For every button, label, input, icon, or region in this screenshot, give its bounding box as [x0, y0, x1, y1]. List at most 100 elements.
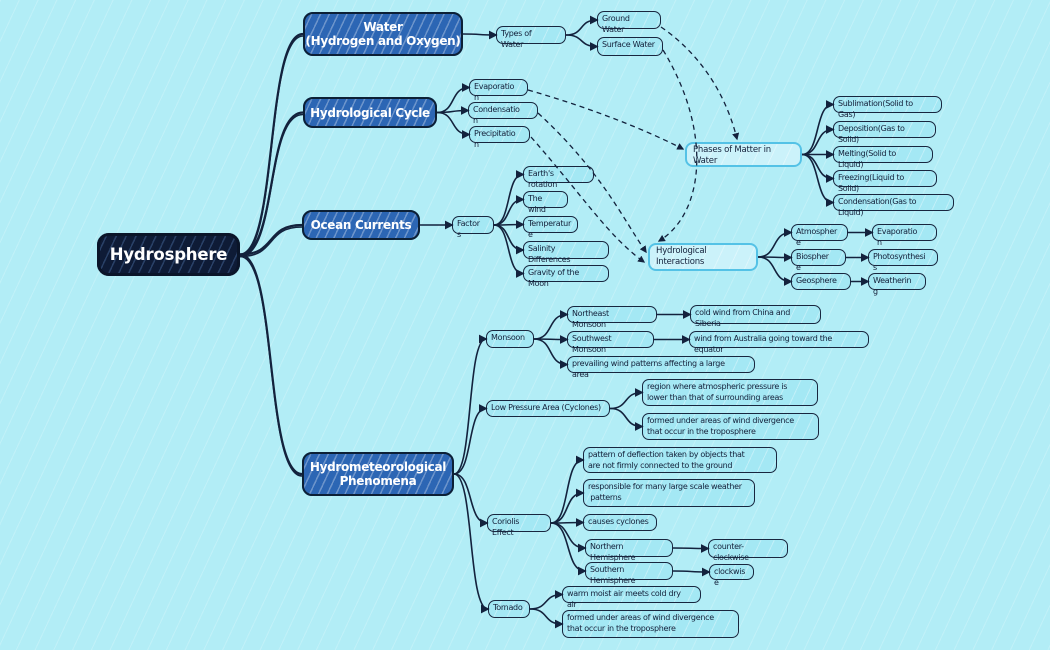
node-pattern-deflection[interactable]: pattern of deflection taken by objects t…	[583, 447, 777, 473]
node-label-formed-under-1: formed under areas of wind divergence th…	[647, 416, 794, 436]
edge-coriolis-responsible	[550, 488, 585, 524]
node-low-pressure[interactable]: Low Pressure Area (Cyclones)	[486, 400, 610, 417]
node-factors[interactable]: Factor s	[452, 216, 494, 239]
node-region-where[interactable]: region where atmospheric pressure is low…	[642, 379, 818, 406]
node-label-condensation: Condensatio n	[473, 105, 520, 125]
node-prevailing-wind[interactable]: prevailing wind patterns affecting a lar…	[567, 356, 755, 379]
edge-northern-hemi-counter-clockwise	[672, 544, 710, 553]
node-label-prevailing-wind: prevailing wind patterns affecting a lar…	[572, 359, 725, 379]
node-hydromet[interactable]: Hydrometeorological Phenomena	[302, 452, 454, 496]
node-label-biosphere: Biospher e	[796, 252, 829, 272]
node-condensation[interactable]: Condensatio n	[468, 102, 538, 125]
node-label-salinity: Salinity Differences	[528, 244, 571, 264]
edge-hydrosphere-hydromet-sketch	[239, 255, 303, 477]
node-ne-monsoon[interactable]: Northeast Monsoon	[567, 306, 657, 329]
edge-hydro-interactions-biosphere	[757, 253, 793, 262]
edge-hydrosphere-water	[239, 32, 304, 256]
node-weathering[interactable]: Weatherin g	[868, 273, 926, 296]
node-hydrosphere[interactable]: Hydrosphere	[97, 233, 240, 276]
edge-water-types-of-water	[462, 30, 498, 40]
node-formed-under-1[interactable]: formed under areas of wind divergence th…	[642, 413, 819, 440]
node-precipitation[interactable]: Precipitatio n	[469, 126, 530, 149]
node-label-deposition: Deposition(Gas to Solid)	[838, 124, 905, 144]
node-sublimation[interactable]: Sublimation(Solid to Gas)	[833, 96, 942, 119]
node-label-photosynthesis: Photosynthesi s	[873, 252, 926, 272]
node-temperature[interactable]: Temperatur e	[523, 216, 578, 239]
node-evaporation-2[interactable]: Evaporatio n	[872, 224, 937, 247]
edge-hydromet-low-pressure	[453, 404, 488, 475]
node-hydro-interactions[interactable]: Hydrological Interactions	[648, 243, 758, 271]
node-label-hydro-interactions: Hydrological Interactions	[656, 246, 707, 267]
edge-hydrosphere-hydrological-cycle-sketch	[239, 113, 304, 258]
node-label-formed-under-2: formed under areas of wind divergence th…	[567, 613, 714, 633]
edge-hydromet-monsoon	[453, 334, 488, 475]
node-coriolis[interactable]: Coriolis Effect	[487, 514, 551, 537]
edge-factors-salinity	[493, 224, 525, 255]
node-label-causes-cyclones: causes cyclones	[588, 517, 649, 526]
node-label-phases: Phases of Matter in Water	[693, 145, 771, 166]
edge-coriolis-southern-hemi	[550, 522, 587, 576]
node-causes-cyclones[interactable]: causes cyclones	[583, 514, 657, 531]
node-monsoon[interactable]: Monsoon	[486, 330, 534, 348]
node-label-the-wind: The wind	[528, 194, 546, 214]
edge-southern-hemi-clockwise	[672, 567, 711, 577]
edge-hydrological-cycle-condensation	[436, 106, 470, 115]
node-cold-wind[interactable]: cold wind from China and Siberia	[690, 305, 821, 328]
node-southern-hemi[interactable]: Southern Hemisphere	[585, 562, 673, 585]
edge-phases-condensation-gl	[801, 153, 835, 207]
edge-evaporation-phases	[527, 89, 685, 150]
edge-hydrosphere-hydrological-cycle	[239, 111, 304, 256]
node-label-earths-rotation: Earth's rotation	[528, 169, 557, 189]
node-label-condensation-gl: Condensation(Gas to Liquid)	[838, 197, 917, 217]
node-northern-hemi[interactable]: Northern Hemisphere	[585, 539, 673, 562]
node-wind-australia[interactable]: wind from Australia going toward the equ…	[689, 331, 869, 354]
node-melting[interactable]: Melting(Solid to Liquid)	[833, 146, 933, 169]
node-label-ne-monsoon: Northeast Monsoon	[572, 309, 609, 329]
edge-hydromet-tornado	[453, 473, 490, 614]
node-clockwise[interactable]: clockwis e	[709, 564, 754, 587]
node-responsible[interactable]: responsible for many large scale weather…	[583, 479, 755, 507]
node-earths-rotation[interactable]: Earth's rotation	[523, 166, 594, 189]
node-atmosphere[interactable]: Atmospher e	[791, 224, 848, 247]
node-formed-under-2[interactable]: formed under areas of wind divergence th…	[562, 610, 739, 638]
node-label-hydromet: Hydrometeorological Phenomena	[309, 460, 447, 488]
node-label-coriolis: Coriolis Effect	[492, 517, 520, 537]
edge-factors-gravity-moon	[493, 224, 525, 278]
node-label-evaporation-2: Evaporatio n	[877, 227, 918, 247]
node-phases[interactable]: Phases of Matter in Water	[685, 142, 802, 167]
node-warm-moist[interactable]: warm moist air meets cold dry air	[562, 586, 701, 609]
node-label-melting: Melting(Solid to Liquid)	[838, 149, 896, 169]
edge-types-of-water-ground-water	[565, 15, 599, 36]
node-label-northern-hemi: Northern Hemisphere	[590, 542, 636, 562]
node-freezing[interactable]: Freezing(Liquid to Solid)	[833, 170, 937, 193]
node-photosynthesis[interactable]: Photosynthesi s	[868, 249, 938, 272]
node-gravity-moon[interactable]: Gravity of the Moon	[523, 265, 609, 288]
node-surface-water[interactable]: Surface Water	[597, 37, 663, 56]
node-deposition[interactable]: Deposition(Gas to Solid)	[833, 121, 936, 144]
node-label-surface-water: Surface Water	[602, 40, 655, 49]
node-evaporation[interactable]: Evaporatio n	[469, 79, 528, 102]
node-label-region-where: region where atmospheric pressure is low…	[647, 382, 788, 402]
edge-hydrological-cycle-evaporation	[436, 83, 471, 114]
node-ground-water[interactable]: Ground Water	[597, 11, 661, 34]
node-sw-monsoon[interactable]: Southwest Monsoon	[567, 331, 654, 354]
node-water[interactable]: Water (Hydrogen and Oxygen)	[303, 12, 463, 56]
node-counter-clockwise[interactable]: counter- clockwise	[708, 539, 788, 562]
node-hydrological-cycle[interactable]: Hydrological Cycle	[303, 97, 437, 128]
edge-tornado-formed-under-2	[529, 608, 564, 629]
edge-phases-deposition	[801, 125, 835, 156]
node-biosphere[interactable]: Biospher e	[791, 249, 846, 272]
node-ocean-currents[interactable]: Ocean Currents	[302, 210, 420, 240]
edge-factors-earths-rotation	[493, 170, 525, 226]
node-salinity[interactable]: Salinity Differences	[523, 241, 609, 264]
node-label-monsoon: Monsoon	[491, 333, 525, 342]
node-geosphere[interactable]: Geosphere	[791, 273, 851, 290]
node-tornado[interactable]: Tornado	[488, 600, 530, 618]
edge-factors-the-wind	[493, 195, 525, 226]
node-the-wind[interactable]: The wind	[523, 191, 568, 214]
edge-factors-temperature	[493, 220, 525, 229]
node-types-of-water[interactable]: Types of Water	[496, 26, 566, 49]
node-label-freezing: Freezing(Liquid to Solid)	[838, 173, 904, 193]
node-label-southern-hemi: Southern Hemisphere	[590, 565, 636, 585]
node-condensation-gl[interactable]: Condensation(Gas to Liquid)	[833, 194, 954, 217]
